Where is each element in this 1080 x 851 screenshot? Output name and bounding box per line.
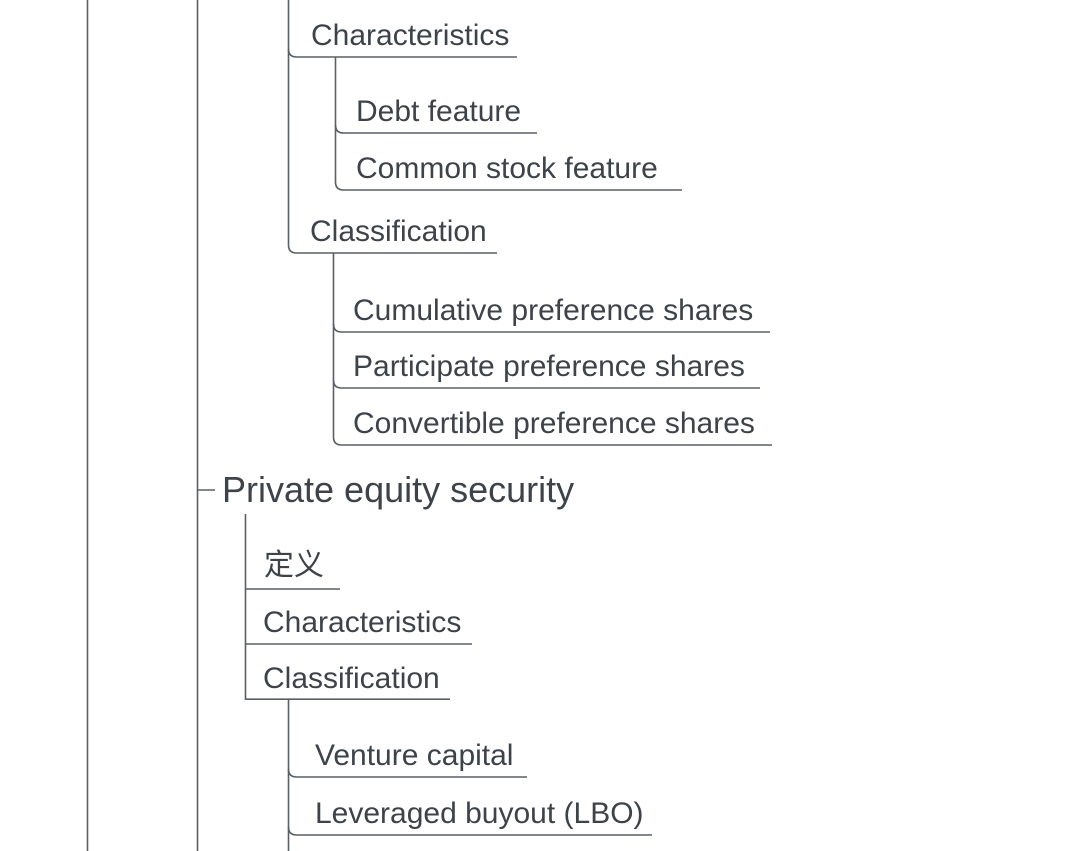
underline-debt-feature bbox=[334, 124, 537, 134]
underline-characteristics-pref bbox=[287, 48, 517, 58]
node-leveraged-buyout[interactable]: Leveraged buyout (LBO) bbox=[315, 797, 644, 830]
node-convertible-preference-shares[interactable]: Convertible preference shares bbox=[353, 407, 755, 440]
underline-participate bbox=[332, 379, 760, 389]
node-classification-pref[interactable]: Classification bbox=[310, 215, 487, 248]
branch-private-equity-spine bbox=[244, 514, 450, 700]
node-participate-preference-shares[interactable]: Participate preference shares bbox=[353, 350, 745, 383]
branch-preference-spine bbox=[287, 0, 497, 254]
node-characteristics-pe[interactable]: Characteristics bbox=[263, 606, 462, 639]
branch-characteristics-spine bbox=[334, 57, 682, 191]
underline-venture-capital bbox=[287, 768, 527, 778]
underline-cumulative bbox=[332, 323, 770, 333]
node-cumulative-preference-shares[interactable]: Cumulative preference shares bbox=[353, 294, 754, 327]
node-debt-feature[interactable]: Debt feature bbox=[356, 95, 522, 128]
node-classification-pe[interactable]: Classification bbox=[263, 662, 440, 695]
branch-classification-spine bbox=[332, 253, 772, 446]
node-private-equity-security[interactable]: Private equity security bbox=[222, 469, 575, 510]
underline-leveraged-buyout bbox=[287, 826, 652, 836]
node-definition-cn[interactable]: 定义 bbox=[264, 549, 324, 582]
node-venture-capital[interactable]: Venture capital bbox=[315, 739, 514, 772]
node-characteristics-pref[interactable]: Characteristics bbox=[311, 19, 510, 52]
node-common-stock-feature[interactable]: Common stock feature bbox=[356, 152, 658, 185]
